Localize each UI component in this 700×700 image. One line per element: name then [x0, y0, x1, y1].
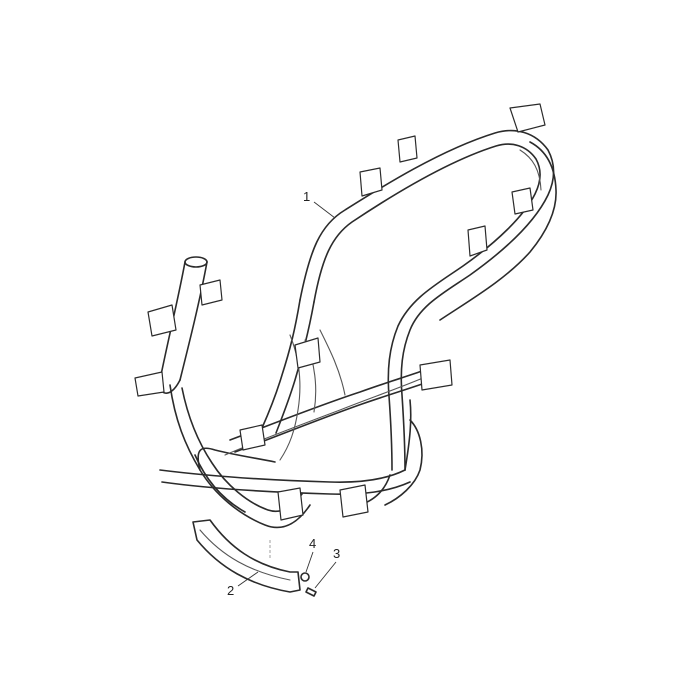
main-frame	[159, 129, 557, 529]
callout-2: 2	[227, 583, 234, 598]
callout-4: 4	[309, 536, 316, 551]
bolt-assembly	[300, 572, 317, 597]
guard-bar	[192, 519, 301, 593]
callout-3: 3	[333, 546, 340, 561]
callout-1: 1	[303, 189, 310, 204]
frame-brackets	[134, 103, 546, 521]
leader-lines	[237, 201, 337, 589]
